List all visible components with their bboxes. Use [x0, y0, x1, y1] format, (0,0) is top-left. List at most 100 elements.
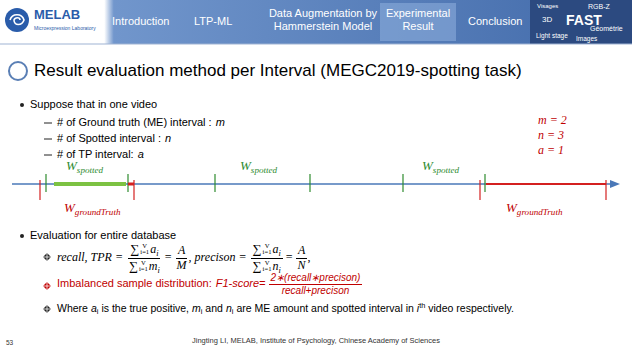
diamond-bullet [43, 305, 51, 313]
label-text: W [240, 158, 251, 173]
label-text: 3D [542, 15, 552, 24]
label-text: Data Augmentation by Hammerstein Model [269, 7, 377, 32]
label-text: a [138, 148, 144, 160]
label-text: = [286, 250, 293, 264]
word-cloud-ground [530, 0, 632, 44]
label-text: a [272, 242, 278, 256]
label-text: video respectively. [428, 302, 514, 314]
label-text: ∑ [253, 259, 262, 273]
text-group: Light stage [536, 32, 568, 40]
denominator: N [296, 259, 308, 273]
text-group: Result evaluation method per Interval (M… [34, 61, 522, 81]
label-text: i=1 [139, 266, 148, 273]
denominator: ∑Vi=1mi [127, 259, 162, 275]
text-group: Suppose that in one video [30, 98, 157, 111]
label-text: i [417, 302, 419, 314]
numerator: A [176, 244, 187, 259]
label-text: n [226, 302, 232, 314]
label-text: Visages [537, 3, 558, 9]
sum-symbol: ∑Vi=1 [253, 242, 273, 256]
sum-symbol: ∑Vi=1 [129, 259, 149, 273]
label-text: V [142, 243, 147, 250]
bullet [20, 103, 24, 107]
text-group: # of Ground truth (ME) interval :m [57, 116, 225, 129]
label-text: F1-score= [216, 277, 266, 289]
label-text: i [158, 266, 160, 275]
label-text: i [201, 307, 203, 316]
text-group: Wspotted [422, 158, 459, 176]
logo-swirl [10, 15, 24, 25]
text-group: 53 [6, 339, 13, 347]
label-text: a = 1 [538, 143, 564, 157]
text-group: 3D [542, 15, 552, 25]
label-text: n = 3 [538, 128, 564, 142]
label-text: Introduction [112, 15, 169, 27]
label-text: Jingting LI, MELAB, Institute of Psychol… [192, 336, 440, 345]
label-text: MELAB [34, 7, 80, 22]
text-group: m = 2 [538, 113, 567, 127]
numerator: ∑Vi=1ai [128, 242, 160, 259]
label-text: Light stage [536, 32, 568, 39]
label-text: i=1 [140, 249, 149, 256]
label-text: i=1 [263, 266, 272, 273]
label-text: Conclusion [468, 15, 522, 27]
text-group: Géométrie [590, 25, 623, 33]
denominator: M [175, 259, 189, 273]
sum-symbol: ∑Vi=1 [130, 242, 150, 256]
label-text: ∑ [130, 242, 139, 256]
label-text: spotted [251, 165, 277, 175]
label-text: spotted [77, 165, 103, 175]
axis-arrowhead [610, 180, 620, 188]
header-bar [0, 0, 632, 44]
label-text: RGB-Z [588, 3, 610, 10]
label-text: A [178, 243, 185, 257]
label-text: m [192, 302, 201, 314]
header-rule [0, 44, 632, 45]
label-text: m [149, 259, 158, 273]
label-text: ∑ [129, 259, 138, 273]
diamond-bullet [43, 282, 51, 290]
label-text: W [64, 200, 75, 215]
label-text: spotted [433, 165, 459, 175]
dash [44, 123, 52, 124]
label-text: are ME amount and spotted interval in [236, 302, 413, 314]
text-group: WgroundTruth [506, 200, 563, 218]
label-text: Suppose that in one video [30, 98, 157, 110]
label-text: 2∗(recall∗precison) [271, 272, 361, 283]
label-text: M [177, 258, 187, 272]
text-group: Wspotted [240, 158, 277, 176]
numerator: 2∗(recall∗precison) [269, 272, 363, 285]
label-text: Microexpression Laboratory [34, 25, 96, 31]
logo-mark [5, 8, 29, 32]
sum-limits: Vi=1 [139, 260, 148, 273]
label-text: Where [57, 302, 88, 314]
ground-truth-brackets [40, 180, 606, 200]
label-text: W [422, 158, 433, 173]
label-text: n [165, 132, 171, 144]
text-group: LTP-ML [194, 15, 232, 28]
label-text: m [216, 116, 225, 128]
label-text: m = 2 [538, 113, 567, 127]
fraction: ∑Vi=1ai∑Vi=1mi [127, 242, 162, 275]
text-group: MELAB [34, 7, 80, 23]
label-text: i [232, 307, 234, 316]
active-tab [380, 3, 456, 41]
text-group: # of Spotted interval : n [57, 132, 171, 145]
text-group: Conclusion [468, 15, 522, 28]
text-group: Imbalanced sample distribution:F1-score=… [57, 272, 362, 296]
ground-truth-segment [128, 183, 134, 186]
label-text: th [419, 301, 425, 310]
fraction: AN [296, 244, 308, 273]
text-group: Introduction [112, 15, 169, 28]
label-text: is the true positive, [101, 302, 189, 314]
text-group: RGB-Z [588, 3, 610, 11]
label-text: Evaluation for entire database [30, 229, 176, 241]
label-text: i [156, 249, 158, 258]
text-group: Microexpression Laboratory [34, 25, 96, 31]
label-text: i [278, 249, 280, 258]
spotted-brackets [46, 174, 485, 192]
label-text: V [265, 260, 270, 267]
text-group: Whereaiis the true positive,miandniare M… [57, 302, 514, 317]
label-text: # of Spotted interval : [57, 132, 161, 144]
